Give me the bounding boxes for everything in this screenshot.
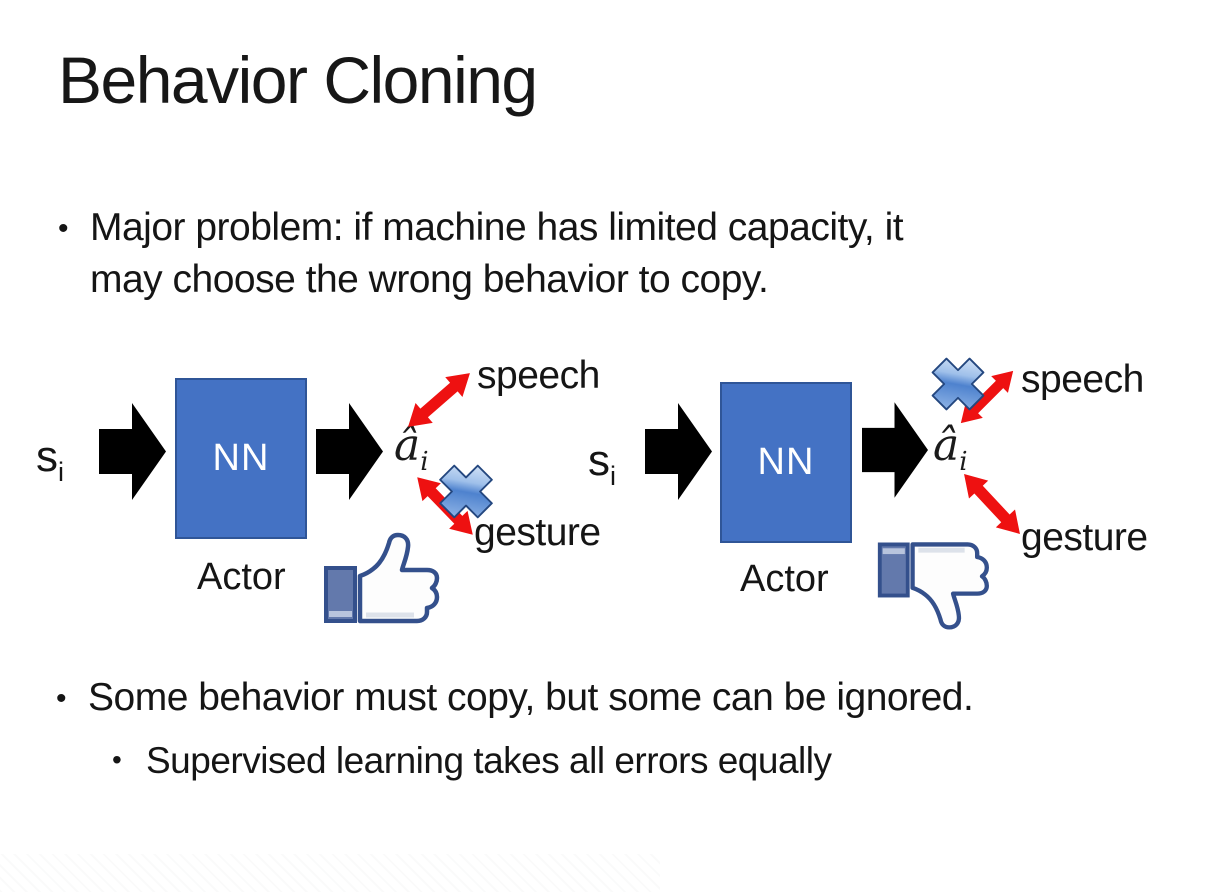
double-arrow-icon — [960, 370, 1014, 424]
bullet-marker: • — [58, 212, 69, 245]
speech-label-right: speech — [1021, 358, 1144, 401]
action-sub-i: i — [420, 446, 429, 477]
action-label-left: âi — [394, 420, 429, 477]
nn-box-right: NN — [720, 382, 852, 543]
bullet1-line1: Major problem: if machine has limited ca… — [90, 206, 904, 249]
bullet2-text: Some behavior must copy, but some can be… — [88, 676, 974, 719]
bullet3-text: Supervised learning takes all errors equ… — [146, 740, 832, 781]
nn-label: NN — [757, 441, 815, 483]
action-label-right: âi — [933, 420, 968, 477]
speech-label-left: speech — [477, 354, 600, 397]
gesture-label-right: gesture — [1021, 516, 1148, 559]
bullet1-line2: may choose the wrong behavior to copy. — [90, 258, 769, 301]
cross-icon — [931, 357, 985, 411]
watermark-texture — [0, 854, 660, 892]
state-label-left: si — [36, 432, 64, 488]
block-arrow-right-icon — [645, 403, 712, 500]
thumbs-down-icon — [877, 542, 989, 630]
slide-title: Behavior Cloning — [58, 43, 538, 117]
gesture-label-left: gesture — [474, 511, 601, 554]
state-s: s — [36, 432, 58, 481]
state-sub-i: i — [58, 456, 64, 487]
state-label-right: si — [588, 436, 616, 492]
cross-icon — [439, 464, 493, 519]
nn-box-left: NN — [175, 378, 307, 539]
block-arrow-right-icon — [99, 403, 166, 500]
actor-label-left: Actor — [197, 556, 286, 598]
bullet-marker: • — [112, 744, 122, 775]
thumbs-up-icon — [324, 532, 440, 624]
bullet-marker: • — [56, 682, 67, 715]
action-a-hat: â — [933, 420, 960, 471]
double-arrow-icon — [408, 373, 470, 427]
actor-label-right: Actor — [740, 558, 829, 600]
state-sub-i: i — [610, 460, 616, 491]
double-arrow-icon — [964, 474, 1020, 534]
block-arrow-right-icon — [862, 402, 928, 498]
nn-label: NN — [212, 437, 270, 479]
action-sub-i: i — [959, 446, 968, 477]
action-a-hat: â — [394, 420, 421, 471]
block-arrow-right-icon — [316, 403, 383, 500]
state-s: s — [588, 436, 610, 485]
